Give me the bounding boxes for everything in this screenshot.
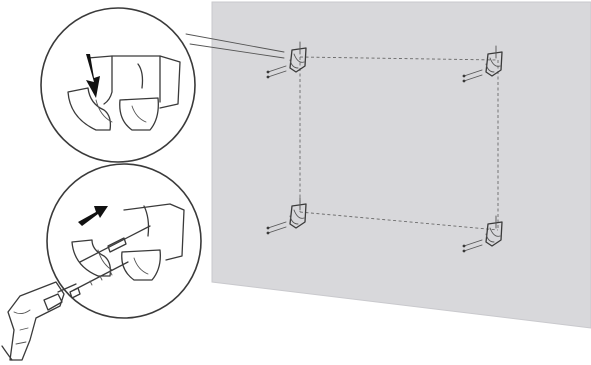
power-drill-icon <box>1 281 77 361</box>
screw-and-wall-plug-icon <box>69 225 151 299</box>
arrow-right-icon <box>78 206 108 226</box>
wall-bracket-top-right <box>462 45 503 83</box>
wall-bracket-bottom-right <box>462 215 503 253</box>
wall-bracket-bottom-left <box>266 197 307 235</box>
wall-bracket-top-left <box>266 41 307 79</box>
wall-panel <box>211 1 591 329</box>
magnified-bracket <box>67 55 181 131</box>
callout-leader-lines <box>185 33 285 59</box>
callout-step-two <box>46 163 202 319</box>
arrow-down-right-icon <box>86 54 100 98</box>
magnified-bracket-with-fixings <box>71 203 185 281</box>
callout-step-one <box>40 7 196 163</box>
mounting-layout-guide <box>299 56 499 231</box>
